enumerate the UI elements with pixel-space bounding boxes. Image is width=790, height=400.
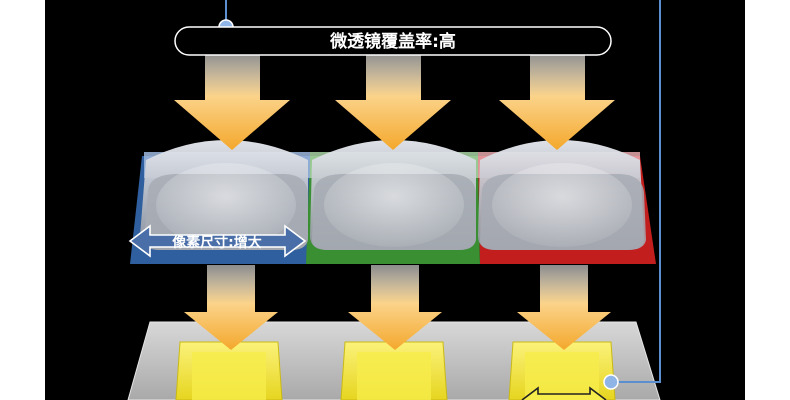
connector-line-right <box>612 0 661 383</box>
microlens-green <box>310 140 476 250</box>
microlens-blue <box>140 140 308 250</box>
photodiode-group <box>175 341 616 400</box>
microlens-red <box>478 140 646 250</box>
top-label-box <box>174 26 612 56</box>
photodiode-blue <box>175 341 283 400</box>
upper-arrows <box>174 52 615 150</box>
photodiode-green <box>340 341 448 400</box>
lower-arrows <box>184 265 611 350</box>
top-label-text: 微透镜覆盖率:高 <box>329 31 456 52</box>
arrow-down-icon <box>517 265 611 350</box>
double-arrow-icon <box>128 224 307 258</box>
arrow-down-icon <box>348 265 442 350</box>
arrow-down-icon <box>335 52 451 150</box>
arrow-down-icon <box>184 265 278 350</box>
bottom-double-arrow-icon <box>521 386 607 400</box>
pixel-size-indicator: 像素尺寸:增大 <box>128 224 307 258</box>
microlenses <box>140 140 646 250</box>
connector-dot-right <box>603 374 619 390</box>
photodiode-red <box>508 341 616 400</box>
arrow-down-icon <box>174 52 290 150</box>
arrow-down-icon <box>499 52 615 150</box>
pixel-size-label: 像素尺寸:增大 <box>172 234 262 251</box>
